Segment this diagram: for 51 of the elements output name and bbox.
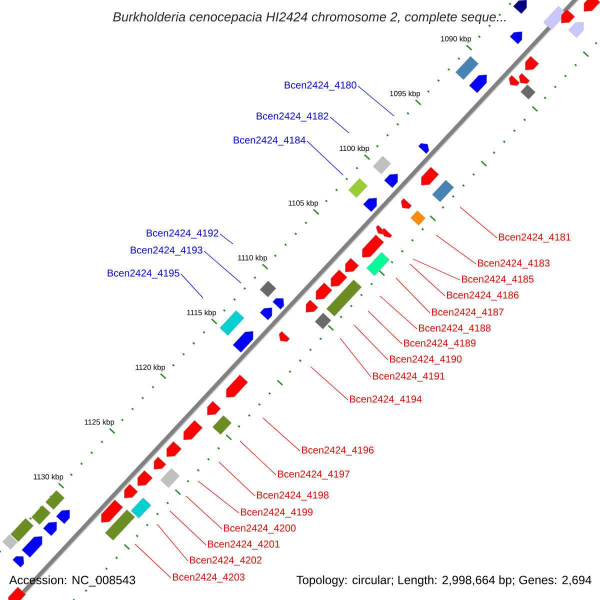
gene-label: Bcen2424_4187	[432, 308, 504, 318]
leader-line	[354, 324, 388, 360]
leader-line	[204, 250, 242, 284]
leader-line	[380, 296, 418, 330]
accession-text: Accession: NC_008543	[9, 575, 136, 587]
leader-line	[134, 544, 172, 578]
leader-line	[156, 524, 188, 562]
leader-line	[240, 440, 276, 476]
leader-line	[186, 496, 222, 530]
leader-line	[262, 418, 300, 452]
gene-label: Bcen2424_4199	[241, 508, 313, 518]
leader-line	[340, 338, 372, 378]
leader-line	[410, 264, 446, 296]
gene-label: Bcen2424_4189	[404, 340, 476, 348]
leader-line	[170, 510, 206, 546]
leader-line	[358, 86, 394, 116]
gene-label: Bcen2424_4180	[284, 82, 356, 90]
gene-label: Bcen2424_4186	[447, 292, 519, 300]
gene-label: Bcen2424_4203	[173, 574, 245, 582]
gene-label: Bcen2424_4200	[224, 524, 296, 534]
leader-line	[460, 206, 498, 238]
gene-label: Bcen2424_4181	[499, 234, 571, 242]
gene-label: Bcen2424_4201	[208, 540, 280, 550]
gene-label: Bcen2424_4191	[373, 372, 445, 382]
leader-line	[218, 462, 256, 496]
leader-line	[436, 234, 476, 264]
gene-label: Bcen2424_4183	[478, 260, 550, 268]
leader-line	[306, 140, 344, 176]
summary-text: Topology: circular; Length: 2,998,664 bp; Genes: 2,694	[296, 575, 592, 587]
leader-line	[396, 278, 430, 314]
leader-line	[220, 234, 234, 244]
gene-label: Bcen2424_4194	[350, 396, 422, 404]
leader-line	[310, 366, 348, 400]
gene-label: Bcen2424_4185	[462, 276, 534, 284]
gene-label: Bcen2424_4192	[146, 230, 218, 238]
gene-label: Bcen2424_4188	[419, 324, 491, 334]
gene-label: Bcen2424_4190	[390, 356, 462, 364]
gene-label: Bcen2424_4182	[256, 112, 328, 122]
leader-line	[412, 258, 460, 280]
leader-line	[198, 480, 240, 514]
gene-label: Bcen2424_4184	[234, 136, 306, 146]
gene-label: Bcen2424_4196	[302, 446, 374, 456]
gene-label: Bcen2424_4197	[278, 470, 350, 480]
gene-label: Bcen2424_4198	[257, 492, 329, 500]
gene-label: Bcen2424_4195	[108, 270, 180, 278]
title: Burkholderia cenocepacia HI2424 chromosome 2, complete seque...	[113, 12, 506, 24]
leader-line	[180, 274, 204, 298]
gene-label: Bcen2424_4193	[130, 246, 202, 256]
leader-line	[330, 116, 350, 134]
gene-label: Bcen2424_4202	[190, 556, 262, 566]
leader-line	[368, 310, 402, 344]
